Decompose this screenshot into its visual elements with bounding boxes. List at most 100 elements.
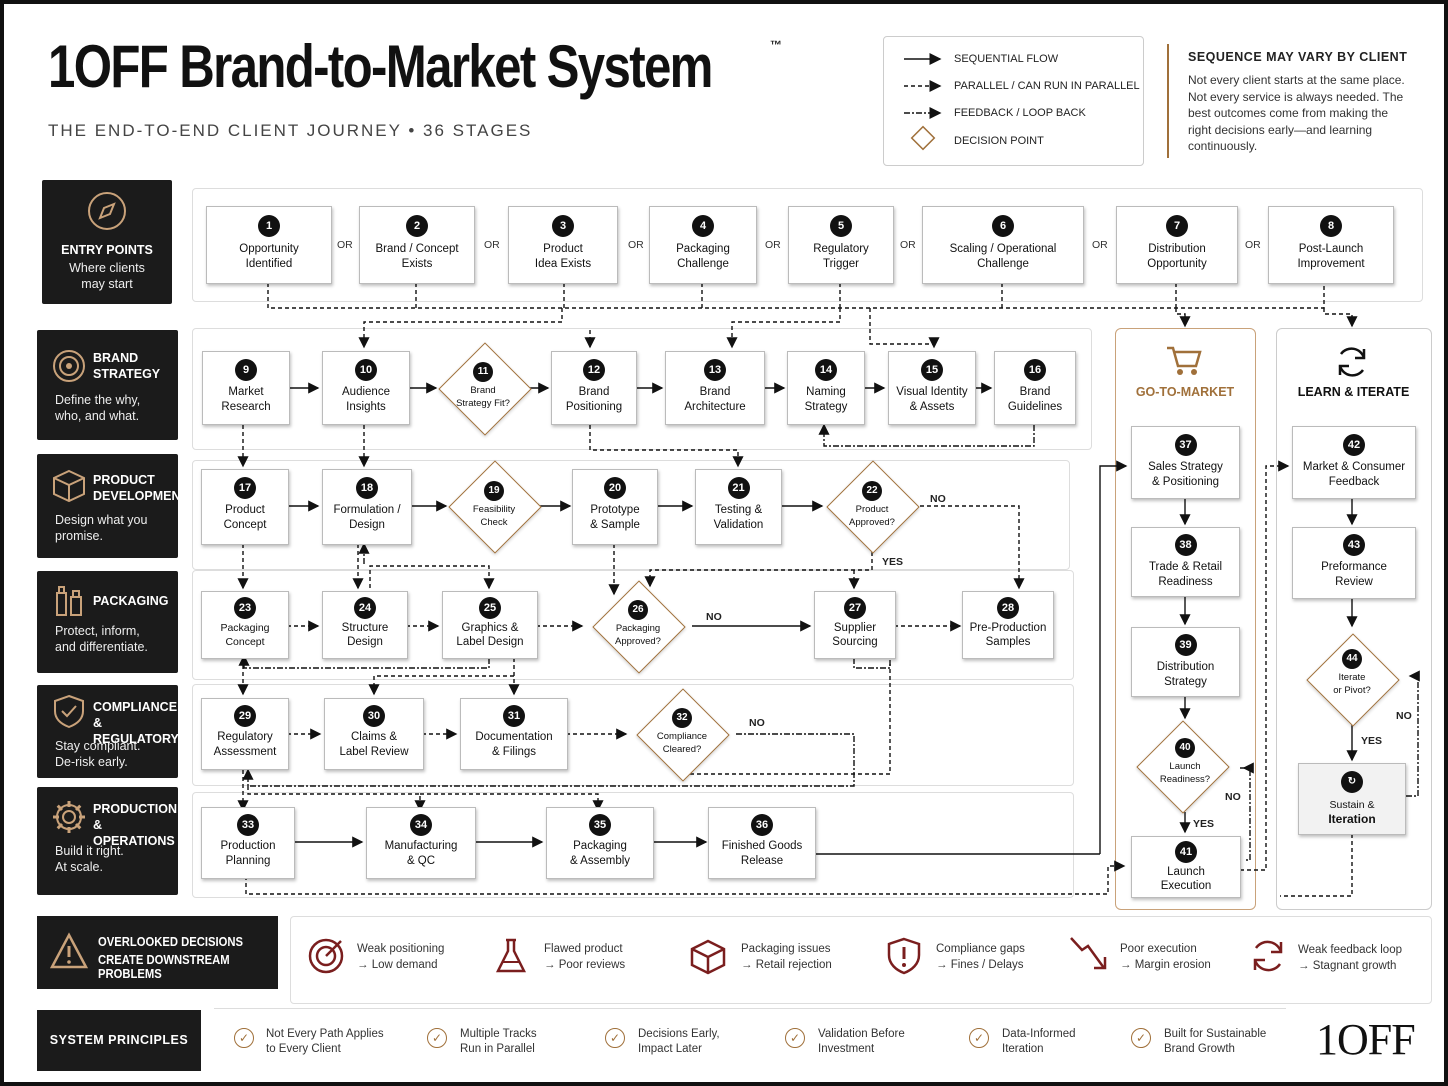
stage-label: Label Review — [339, 746, 409, 758]
stage-label: Opportunity — [239, 243, 299, 255]
lane-brand-title-1: BRAND — [93, 351, 139, 365]
compass-icon — [88, 192, 126, 230]
stage-label: Supplier — [833, 622, 877, 634]
lane-compliance-title-1: COMPLIANCE — [93, 700, 178, 714]
lane-compliance-desc-2: De-risk early. — [55, 755, 128, 769]
lane-production: PRODUCTION & OPERATIONS Build it right. … — [37, 787, 178, 895]
stage-label: Graphics & — [461, 622, 519, 634]
lane-compliance-title-2: & REGULATORY — [93, 716, 179, 746]
stage-label: Iterate — [1338, 672, 1366, 683]
gear-icon — [53, 801, 85, 833]
principle-6-line-2: Brand Growth — [1164, 1043, 1235, 1055]
stage-number: 1 — [258, 215, 280, 237]
stage-number: 18 — [356, 477, 378, 499]
lane-entry-desc-1: Where clients — [69, 261, 145, 275]
stage-label: Execution — [1160, 880, 1212, 892]
principle-5-line-2: Iteration — [1002, 1043, 1044, 1055]
stage-number: 14 — [815, 359, 837, 381]
stage-sustain-iteration[interactable]: ↻ Sustain & Iteration — [1298, 763, 1406, 835]
principle-4-line-1: Validation Before — [818, 1028, 905, 1040]
connector-lines — [237, 283, 1420, 897]
warning-icon — [49, 932, 89, 969]
stage-label: Release — [740, 855, 784, 867]
cart-icon — [1167, 346, 1202, 375]
note-title: SEQUENCE MAY VARY BY CLIENT — [1188, 50, 1408, 64]
stage-label: Preformance — [1321, 561, 1387, 573]
target-icon — [53, 350, 85, 382]
stage-label: Planning — [225, 855, 271, 867]
stage-number: 8 — [1320, 215, 1342, 237]
stage-label: Regulatory — [217, 731, 273, 743]
stage-number: 4 — [692, 215, 714, 237]
stage-number: 29 — [234, 705, 256, 727]
stage-label: Sourcing — [832, 636, 878, 648]
stage-label: Iteration — [1328, 812, 1376, 826]
principles-label: SYSTEM PRINCIPLES — [37, 1010, 201, 1071]
stage-label: Validation — [713, 519, 764, 531]
stage-label: Compliance — [656, 731, 708, 742]
stage-number: 38 — [1174, 534, 1197, 556]
stage-number: 19 — [484, 481, 504, 501]
stage-label: Packaging — [220, 622, 270, 634]
or-label: OR — [765, 239, 781, 251]
learn-iterate-panel — [1276, 328, 1432, 910]
lane-product-desc-1: Design what you — [55, 513, 148, 527]
stage-label: Readiness? — [1159, 774, 1211, 785]
or-label: OR — [1092, 239, 1108, 251]
or-label: OR — [484, 239, 500, 251]
go-to-market-panel — [1115, 328, 1256, 910]
stage-label: Positioning — [565, 401, 623, 413]
stage-label: Identified — [245, 258, 293, 270]
stage-number: 39 — [1174, 634, 1197, 656]
check-icon: ✓ — [234, 1028, 254, 1048]
overlooked-item-5-line-2: → Margin erosion — [1120, 959, 1211, 971]
stage-label: Label Design — [456, 636, 524, 648]
stage-number: 5 — [830, 215, 852, 237]
lane-product-desc-2: promise. — [55, 529, 103, 543]
stage-label: Sales Strategy — [1148, 461, 1223, 473]
stage-label: Approved? — [615, 636, 661, 647]
stage-number: 27 — [844, 597, 866, 619]
check-icon: ✓ — [785, 1028, 805, 1048]
compliance-row-frame — [192, 684, 1074, 786]
stage-label: Assessment — [213, 746, 277, 758]
